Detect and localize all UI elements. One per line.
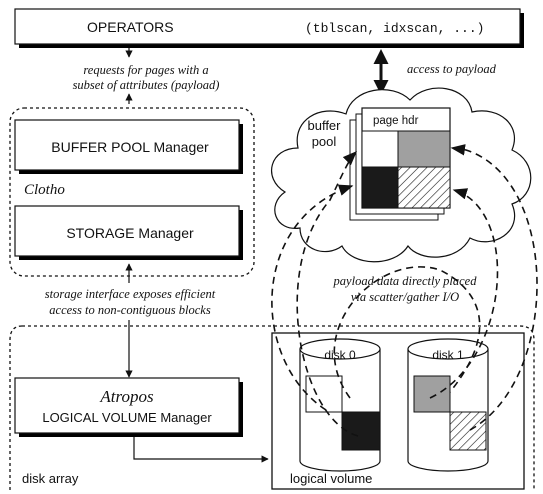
logical-volume-box (271, 332, 525, 490)
operators-list: (tblscan, idxscan, ...) (305, 21, 484, 36)
operators-box: OPERATORS (tblscan, idxscan, ...) (14, 8, 524, 48)
page-block-gray (397, 130, 451, 168)
lvm-label: LOGICAL VOLUME Manager (42, 410, 212, 425)
disk-1: disk 1 (407, 338, 489, 472)
disk-0-block-white (305, 375, 343, 413)
storage-iface-line2: access to non-contiguous blocks (49, 303, 211, 317)
atropos-title: Atropos (99, 387, 154, 406)
disk-0: disk 0 (299, 338, 381, 472)
buffer-pool-label-line2: pool (312, 134, 337, 149)
disk-1-block-gray (413, 375, 451, 413)
access-payload-label: access to payload (407, 62, 497, 76)
buffer-pool-cloud: buffer pool page hdr (270, 87, 532, 263)
disk-1-label: disk 1 (432, 348, 464, 362)
clotho-label: Clotho (24, 182, 65, 198)
payload-annotation-line2: via scatter/gather I/O (351, 290, 459, 304)
page-block-black (361, 166, 399, 209)
storage-manager-label: STORAGE Manager (66, 225, 194, 241)
page-header-label: page hdr (373, 115, 419, 127)
disk-array-group: disk array Atropos LOGICAL VOLUME Manage… (9, 325, 535, 490)
arc-disk1-gray-to-page (429, 188, 499, 399)
arc-disk1-hatched-to-page (450, 144, 538, 431)
storage-iface-line1: storage interface exposes efficient (45, 287, 216, 301)
arc-inner-cross (333, 266, 481, 399)
operators-label: OPERATORS (87, 19, 174, 35)
arc-disk0-white-to-page (271, 184, 354, 411)
requests-annotation-line1: requests for pages with a (83, 63, 208, 77)
disk-1-block-hatched (449, 411, 487, 451)
payload-annotation-line1: payload data directly placed (333, 274, 478, 288)
page-block-hatched (397, 166, 451, 209)
requests-annotation-line2: subset of attributes (payload) (73, 78, 220, 92)
disk-0-label: disk 0 (324, 348, 356, 362)
scatter-gather-arrows (271, 144, 538, 437)
disk-0-block-black (341, 411, 381, 451)
buffer-pool-manager-label: BUFFER POOL Manager (51, 139, 209, 155)
buffer-pool-label-line1: buffer (307, 118, 341, 133)
lvm-to-volume-connector (133, 437, 269, 463)
logical-volume-label: logical volume (290, 471, 372, 486)
disk-array-label: disk array (22, 471, 79, 486)
page-block-white (361, 130, 399, 168)
clotho-group: BUFFER POOL Manager Clotho STORAGE Manag… (9, 107, 255, 277)
